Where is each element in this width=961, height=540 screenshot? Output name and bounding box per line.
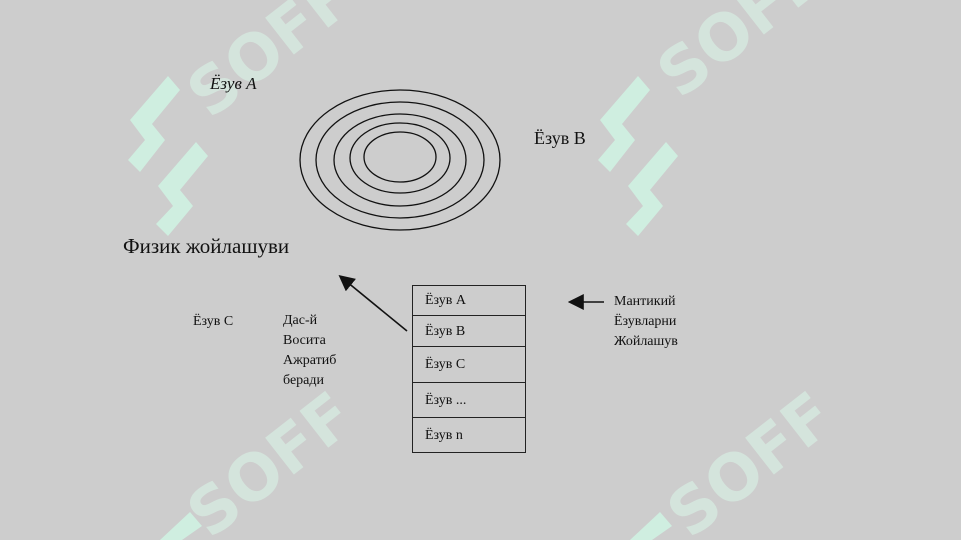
arrow-to-physical-icon bbox=[338, 274, 408, 332]
note-line: Дас-й bbox=[283, 313, 318, 328]
record-cell: Ёзув ... bbox=[413, 382, 525, 417]
record-cell: Ёзув n bbox=[413, 417, 525, 452]
physical-placement-title: Физик жойлашуви bbox=[123, 234, 290, 258]
record-c-label: Ёзув С bbox=[193, 314, 234, 329]
note-line: беради bbox=[283, 373, 324, 388]
logical-placement-note: Мантикий Ёзувларни Жойлашув bbox=[614, 292, 678, 352]
record-a-label: Ёзув А bbox=[210, 74, 257, 93]
watermark-logo-icon bbox=[128, 76, 678, 540]
record-b-label: Ёзув В bbox=[534, 128, 586, 148]
allocation-note: Дас-й Восита Ажратиб беради bbox=[283, 311, 336, 391]
logical-line: Жойлашув bbox=[614, 334, 678, 349]
record-cell: Ёзув С bbox=[413, 346, 525, 382]
disk-tracks-icon bbox=[299, 89, 501, 231]
logical-line: Ёзувларни bbox=[614, 314, 677, 329]
logical-record-table: Ёзув А Ёзув В Ёзув С Ёзув ... Ёзув n bbox=[412, 285, 526, 453]
note-line: Восита bbox=[283, 333, 326, 348]
note-line: Ажратиб bbox=[283, 353, 337, 368]
record-cell: Ёзув В bbox=[413, 315, 525, 346]
logical-line: Мантикий bbox=[614, 294, 676, 309]
record-cell: Ёзув А bbox=[425, 293, 467, 308]
